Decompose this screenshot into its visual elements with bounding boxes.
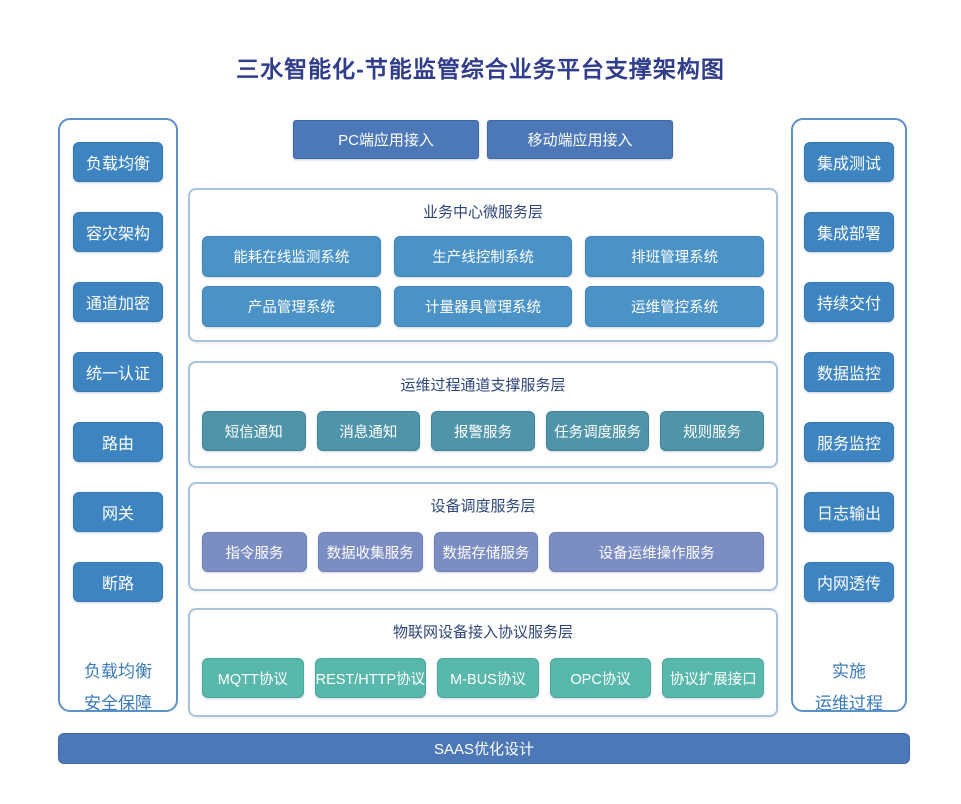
service-box-ops-control: 运维管控系统	[585, 286, 765, 327]
service-box-task-scheduling: 任务调度服务	[545, 411, 650, 451]
service-box-production-line-control: 生产线控制系统	[393, 236, 573, 277]
service-box-mqtt-protocol: MQTT协议	[202, 658, 304, 698]
section-iot-protocol-access: 物联网设备接入协议服务层 MQTT协议 REST/HTTP协议 M-BUS协议 …	[188, 608, 778, 717]
service-box-shift-management: 排班管理系统	[585, 236, 765, 277]
service-box-data-storage: 数据存储服务	[433, 532, 539, 572]
section-title: 业务中心微服务层	[422, 204, 543, 221]
pillar-item-disaster-recovery: 容灾架构	[73, 212, 163, 252]
section-ops-channel-support: 运维过程通道支撑服务层 短信通知 消息通知 报警服务 任务调度服务 规则服务	[188, 361, 778, 468]
left-pillar: 负载均衡 容灾架构 通道加密 统一认证 路由 网关 断路 负载均衡 安全保障	[58, 118, 178, 713]
service-box-sms-notify: 短信通知	[202, 411, 306, 451]
left-pillar-caption-line1: 负载均衡	[84, 662, 152, 681]
section-title: 运维过程通道支撑服务层	[400, 377, 566, 394]
pillar-item-channel-encryption: 通道加密	[73, 282, 163, 322]
service-box-message-notify: 消息通知	[316, 411, 421, 451]
main-column: PC端应用接入 移动端应用接入 业务中心微服务层 能耗在线监测系统 生产线控制系…	[188, 120, 778, 717]
pillar-item-routing: 路由	[73, 422, 163, 462]
service-box-command-service: 指令服务	[202, 532, 307, 572]
service-box-row: MQTT协议 REST/HTTP协议 M-BUS协议 OPC协议 协议扩展接口	[202, 658, 764, 698]
right-pillar-caption: 实施 运维过程	[815, 656, 883, 720]
pillar-item-service-monitoring: 服务监控	[804, 422, 894, 462]
right-pillar-caption-line1: 实施	[832, 662, 866, 681]
service-box-rule-service: 规则服务	[660, 411, 764, 451]
pillar-item-intranet-passthrough: 内网透传	[804, 562, 894, 602]
pillar-item-integration-test: 集成测试	[804, 142, 894, 182]
pillar-item-integration-deploy: 集成部署	[804, 212, 894, 252]
service-box-device-ops-operation: 设备运维操作服务	[549, 532, 765, 572]
saas-optimization-bar: SAAS优化设计	[58, 733, 910, 764]
service-box-energy-monitoring: 能耗在线监测系统	[202, 236, 381, 277]
service-box-metering-management: 计量器具管理系统	[393, 286, 573, 327]
pillar-item-gateway: 网关	[73, 492, 163, 532]
mobile-entry-box: 移动端应用接入	[487, 120, 673, 159]
service-box-rest-http-protocol: REST/HTTP协议	[314, 658, 427, 698]
left-pillar-caption-line2: 安全保障	[84, 694, 152, 713]
left-pillar-caption: 负载均衡 安全保障	[84, 656, 152, 720]
section-title: 设备调度服务层	[430, 498, 536, 515]
service-box-row: 指令服务 数据收集服务 数据存储服务 设备运维操作服务	[202, 532, 765, 572]
pillar-item-circuit-breaker: 断路	[73, 562, 163, 602]
service-box-row: 能耗在线监测系统 生产线控制系统 排班管理系统	[202, 236, 765, 277]
diagram-title: 三水智能化-节能监管综合业务平台支撑架构图	[236, 56, 725, 82]
service-box-opc-protocol: OPC协议	[549, 658, 652, 698]
pillar-item-unified-auth: 统一认证	[73, 352, 163, 392]
pc-entry-box: PC端应用接入	[293, 120, 479, 159]
pillar-item-log-output: 日志输出	[804, 492, 894, 532]
service-box-row: 产品管理系统 计量器具管理系统 运维管控系统	[202, 286, 765, 327]
service-box-alarm-service: 报警服务	[431, 411, 535, 451]
pillar-item-load-balancing: 负载均衡	[73, 142, 163, 182]
right-pillar: 集成测试 集成部署 持续交付 数据监控 服务监控 日志输出 内网透传 实施 运维…	[791, 118, 907, 713]
service-box-mbus-protocol: M-BUS协议	[437, 658, 539, 698]
right-pillar-caption-line2: 运维过程	[815, 694, 883, 713]
pillar-item-continuous-delivery: 持续交付	[804, 282, 894, 322]
section-business-microservices: 业务中心微服务层 能耗在线监测系统 生产线控制系统 排班管理系统 产品管理系统 …	[188, 188, 778, 342]
app-entry-row: PC端应用接入 移动端应用接入	[188, 120, 778, 159]
section-title: 物联网设备接入协议服务层	[392, 624, 573, 641]
section-device-scheduling: 设备调度服务层 指令服务 数据收集服务 数据存储服务 设备运维操作服务	[188, 482, 778, 591]
service-box-product-management: 产品管理系统	[202, 286, 381, 327]
service-box-row: 短信通知 消息通知 报警服务 任务调度服务 规则服务	[202, 411, 764, 451]
pillar-item-data-monitoring: 数据监控	[804, 352, 894, 392]
service-box-data-collection: 数据收集服务	[317, 532, 423, 572]
service-box-protocol-extension: 协议扩展接口	[662, 658, 764, 698]
